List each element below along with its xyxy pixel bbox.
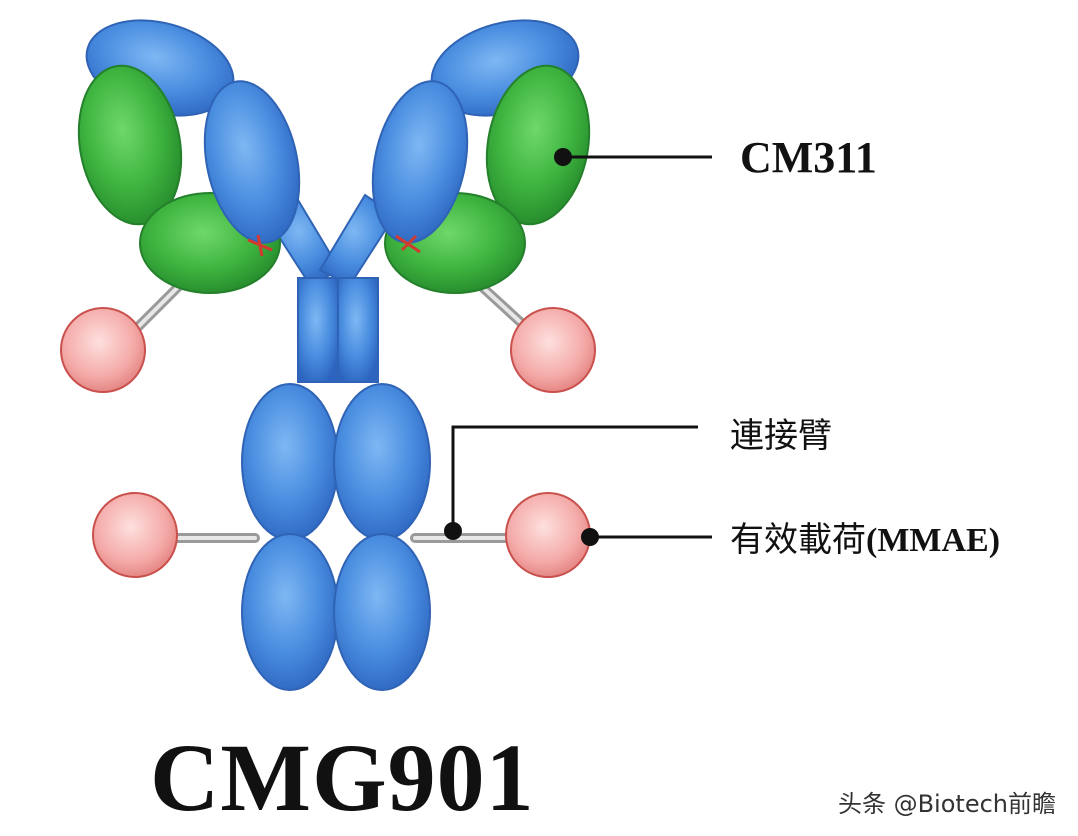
fc-ch2-right <box>333 383 431 541</box>
fab-left <box>77 19 301 294</box>
payloads <box>60 307 596 578</box>
payload-mid-left <box>92 492 178 578</box>
fc-ch3-right <box>333 533 431 691</box>
diagram-title: CMG901 <box>150 724 535 831</box>
light-chain-vl-left <box>77 64 183 226</box>
leader-lines <box>451 155 712 539</box>
fc-region <box>241 383 431 691</box>
fab-right <box>371 19 591 294</box>
light-chain-vl-right <box>485 64 591 226</box>
label-payload-mmae: (MMAE) <box>866 522 1001 559</box>
leader-linker <box>451 425 698 528</box>
payload-mid-right <box>505 492 591 578</box>
pointer-dot-payload <box>581 528 599 546</box>
label-payload: 有效載荷(MMAE) <box>730 512 1000 561</box>
fc-ch2-left <box>241 383 339 541</box>
payload-top-right <box>510 307 596 393</box>
label-linker: 連接臂 <box>730 416 832 456</box>
watermark: 头条 @Biotech前瞻 <box>837 790 1056 818</box>
label-payload-cn: 有效載荷 <box>730 520 866 560</box>
pointer-dot-cm311 <box>554 148 572 166</box>
pointer-dot-linker <box>444 522 462 540</box>
heavy-chain-ch1-left <box>203 80 301 244</box>
label-cm311: CM311 <box>740 133 877 182</box>
fc-ch3-left <box>241 533 339 691</box>
payload-top-left <box>60 307 146 393</box>
